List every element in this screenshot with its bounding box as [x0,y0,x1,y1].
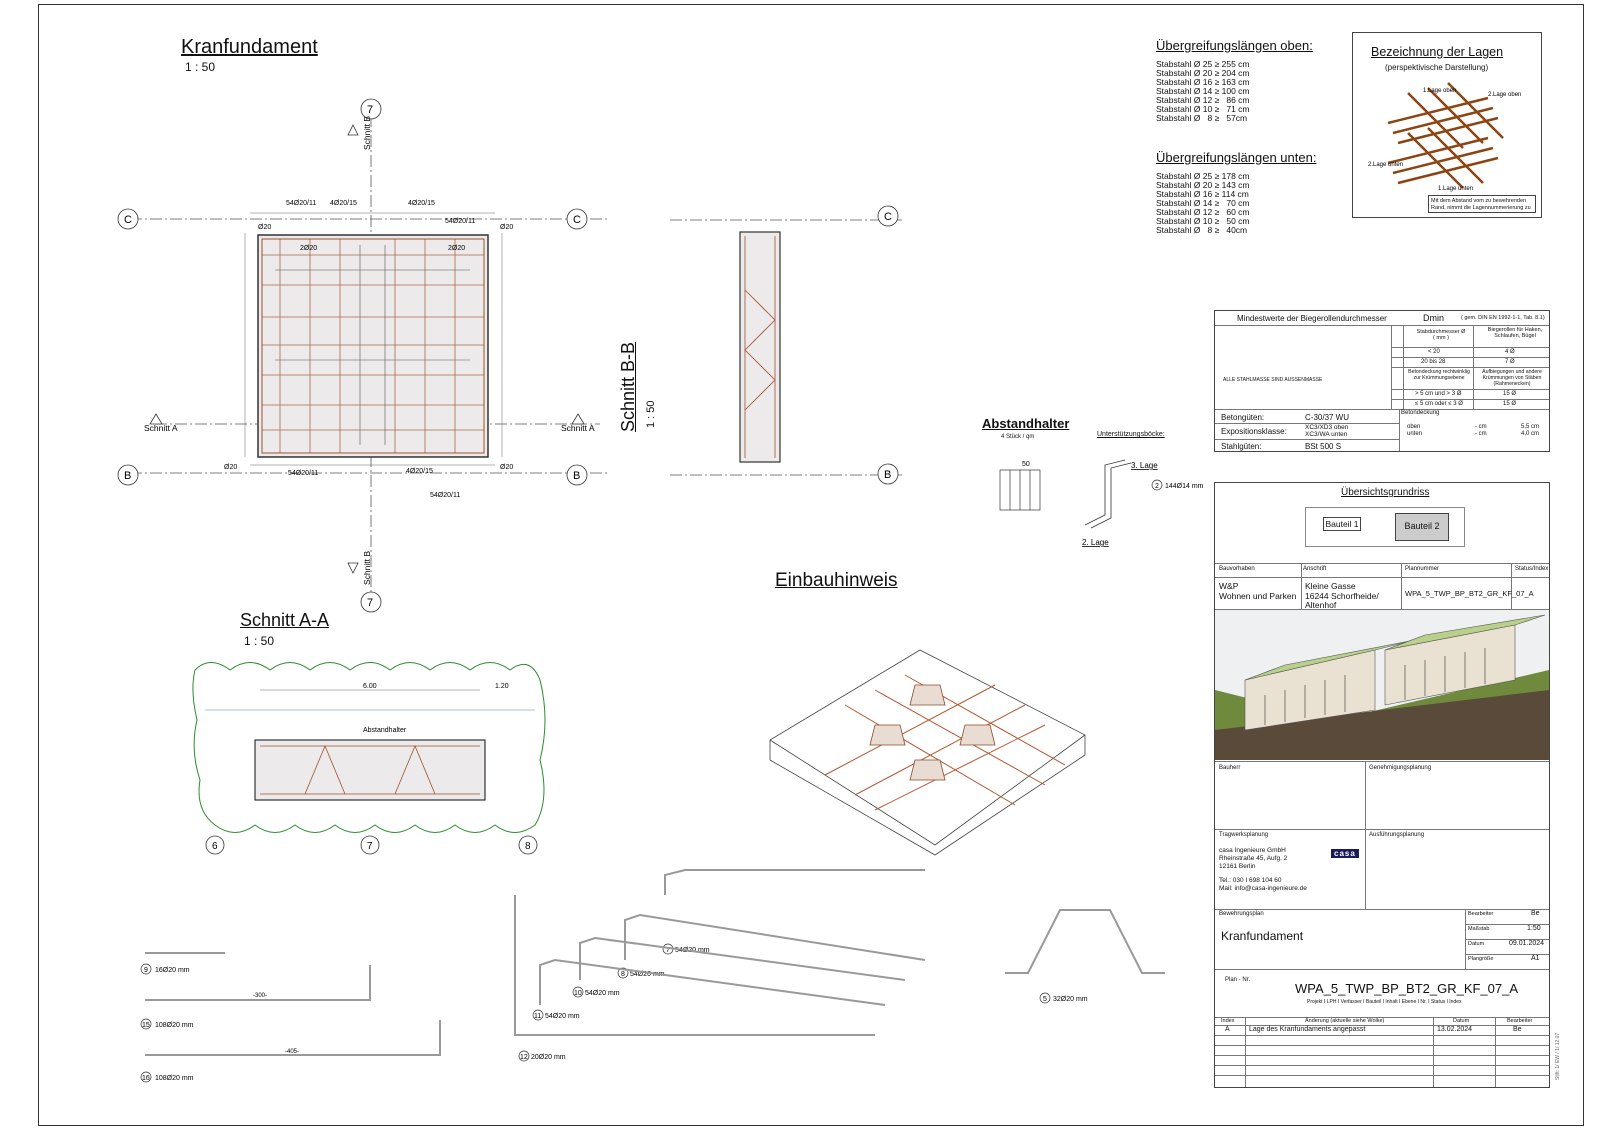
layer-l1-bottom: 1.Lage unten [1438,186,1473,192]
einbau-3d-drawing [769,649,1086,856]
section-a-right: Schnitt A [561,423,595,433]
section-b-top: Schnitt B [362,116,372,150]
unterstuetzung-title: Unterstützungsböcke: [1097,431,1165,438]
bending-dmin: Dmin [1423,313,1445,323]
svg-text:108Ø20 mm: 108Ø20 mm [155,1075,194,1082]
grid-b-left: B [124,470,131,482]
abstandhalter-drawing: 50 3. Lage 2. Lage 2 144Ø14 mm [999,459,1204,547]
layers-title: Bezeichnung der Lagen [1371,45,1504,59]
pos-12b-label: Ø20 [500,224,513,231]
grid-b-bb: B [884,469,891,481]
svg-text:5: 5 [1043,996,1047,1003]
title-block: Übersichtsgrundriss Bauteil 1 Bauteil 2 … [1214,482,1550,1088]
svg-text:54Ø20 mm: 54Ø20 mm [630,971,665,978]
section-bb-drawing: C B [670,205,905,485]
layers-note: Mit dem Abstand vom zu bewehrenden Rand,… [1428,195,1536,213]
bar-shapes-center: 7 54Ø20 mm 8 54Ø20 mm 10 54Ø20 mm 11 54Ø… [514,869,926,1062]
grid-7-top: 7 [367,104,373,116]
pos-5b-label: 4Ø20/15 [408,200,435,207]
scale-bb: 1 : 50 [645,400,657,428]
pos-12c-label: Ø20 [224,464,237,471]
svg-text:108Ø20 mm: 108Ø20 mm [155,1022,194,1029]
grid-b-right: B [573,470,580,482]
svg-text:32Ø20 mm: 32Ø20 mm [1053,996,1088,1003]
svg-text:16Ø20 mm: 16Ø20 mm [155,967,190,974]
pos-11-label: 54Ø20/11 [288,470,318,477]
svg-text:8: 8 [621,971,625,978]
svg-text:12: 12 [520,1054,528,1061]
grid-8: 8 [525,841,531,852]
svg-text:20Ø20 mm: 20Ø20 mm [531,1054,566,1061]
layer-l2-bottom: 2.Lage unten [1368,162,1403,168]
section-b-bottom: Schnitt B [362,551,372,585]
bar-shape-5: 5 32Ø20 mm [1005,909,1165,1004]
svg-text:144Ø14 mm: 144Ø14 mm [1165,483,1204,490]
svg-text:2: 2 [1155,483,1159,490]
pos-8-label: 54Ø20/11 [286,200,316,207]
plan-number-big: WPA_5_TWP_BP_BT2_GR_KF_07_A [1295,981,1519,996]
pos-12-label: Ø20 [258,224,271,231]
pos-9-label: 2Ø20 [300,245,317,252]
svg-text:54Ø20 mm: 54Ø20 mm [585,990,620,997]
bauteil1: Bauteil 1 [1323,517,1361,531]
svg-text:10: 10 [574,990,582,997]
layer-l1-top: 1.Lage oben [1423,88,1456,94]
svg-text:11: 11 [534,1013,541,1020]
scale-main: 1 : 50 [185,60,216,74]
overlap-top-title: Übergreifungslängen oben: [1156,38,1313,53]
title-kranfundament: Kranfundament [181,36,318,58]
svg-text:7: 7 [666,947,670,954]
grid-c-bb: C [884,211,892,223]
abstandhalter-lbl: Abstandhalter [363,727,407,734]
plan-name: Kranfundament [1221,929,1304,943]
rendering-image [1215,610,1549,760]
lage2-label: 2. Lage [1082,538,1109,547]
pos-9b-label: 2Ø20 [448,245,465,252]
bending-title: Mindestwerte der Biegerollendurchmesser [1237,314,1387,323]
svg-text:16: 16 [142,1075,150,1082]
pos-5-label: 4Ø20/15 [330,200,357,207]
bar-shapes-left: 9 16Ø20 mm -300- 15 108Ø20 mm -405- 16 1… [140,952,441,1083]
pos-12d-label: Ø20 [500,464,513,471]
svg-text:-405-: -405- [285,1049,299,1055]
casa-logo: casa [1331,849,1359,858]
uebersicht-title: Übersichtsgrundriss [1341,487,1430,498]
layer-l2-top: 2.Lage oben [1488,92,1521,98]
dim-600: 6.00 [363,683,377,690]
lage3-label: 3. Lage [1131,461,1158,470]
bending-table: Mindestwerte der Biegerollendurchmesser … [1214,310,1550,452]
svg-text:54Ø20 mm: 54Ø20 mm [545,1013,580,1020]
svg-text:15: 15 [142,1022,150,1029]
grid-6: 6 [212,841,218,852]
section-aa-drawing: 6.00 1.20 Abstandhalter 6 7 8 [192,662,546,855]
svg-text:50: 50 [1022,461,1030,468]
bending-norm: ( gem. DIN EN 1992-1-1, Tab. 8.1) [1461,315,1545,321]
grid-7-aa: 7 [367,841,373,852]
layers-box: Bezeichnung der Lagen (perspektivische D… [1352,32,1542,218]
layers-drawing: 1.Lage oben 2.Lage oben 2.Lage unten 1.L… [1368,82,1521,192]
bauteil2: Bauteil 2 [1395,513,1449,541]
pos-15-label: 54Ø20/11 [445,218,475,225]
overlap-bottom-title: Übergreifungslängen unten: [1156,150,1317,165]
grid-c-left: C [124,214,132,226]
title-einbauhinweis: Einbauhinweis [775,570,898,591]
title-schnitt-bb: Schnitt B-B [618,341,638,432]
layers-subtitle: (perspektivische Darstellung) [1385,63,1489,72]
section-a-left: Schnitt A [144,423,178,433]
grid-7-bottom: 7 [367,597,373,609]
pos-16-label: 54Ø20/11 [430,492,460,499]
pos-5c-label: 4Ø20/15 [406,468,433,475]
side-text: Stift: 1/ EW / 1/ 12.07 [1555,1032,1561,1080]
dim-120: 1.20 [495,683,509,690]
plan-view-drawing: 7 7 C C B B Schnitt A Schnitt A Schnitt … [117,98,610,613]
title-schnitt-aa: Schnitt A-A [240,610,330,630]
title-abstandhalter: Abstandhalter [982,416,1070,431]
scale-aa: 1 : 50 [244,634,275,648]
drawing-sheet [38,4,1584,1126]
svg-text:-300-: -300- [253,993,267,999]
svg-text:9: 9 [144,967,148,974]
grid-c-right: C [573,214,581,226]
abstandhalter-subtitle: 4 Stück / qm [1001,434,1035,440]
